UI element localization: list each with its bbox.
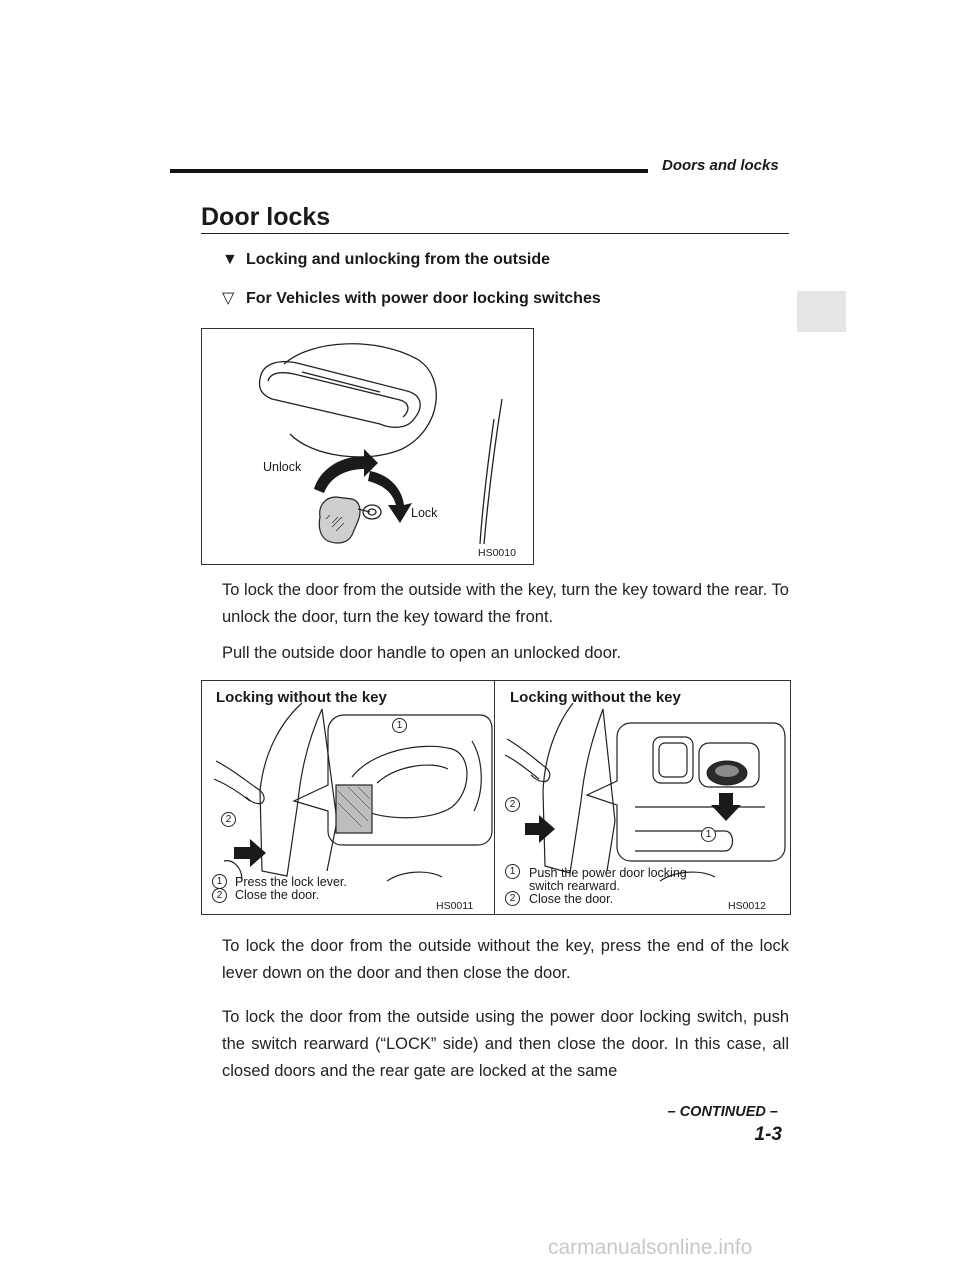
figure-code: HS0010 — [478, 547, 516, 559]
right-caption-number-2: 2 — [505, 891, 520, 906]
right-caption-number-1: 1 — [505, 864, 520, 879]
right-caption-1a: Push the power door locking — [529, 866, 687, 880]
header-rule — [170, 169, 648, 173]
continued-label: – CONTINUED – — [667, 1104, 778, 1120]
caption-number-2: 2 — [212, 888, 227, 903]
unlock-label: Unlock — [263, 460, 302, 474]
door-handle-illustration — [258, 343, 503, 545]
caption-number-1: 1 — [212, 874, 227, 889]
right-callout-number-2: 2 — [505, 797, 520, 812]
section-tab — [797, 291, 846, 332]
page-title: Door locks — [201, 203, 331, 231]
page-number: 1-3 — [754, 1124, 782, 1145]
callout-number-1: 1 — [392, 718, 407, 733]
paragraph-without-key: To lock the door from the outside withou… — [222, 937, 789, 982]
right-caption-2: Close the door. — [529, 892, 614, 906]
heading-primary-text: Locking and unlocking from the outside — [246, 251, 551, 268]
lock-label: Lock — [411, 506, 438, 520]
heading-secondary-text: For Vehicles with power door locking swi… — [246, 290, 601, 307]
paragraph-key-lock: To lock the door from the outside with t… — [222, 581, 789, 626]
callout-number-2: 2 — [221, 812, 236, 827]
heading-secondary: ▽ For Vehicles with power door locking sw… — [222, 288, 601, 308]
power-switch-illustration — [504, 702, 786, 882]
right-caption-1b: switch rearward. — [529, 879, 620, 893]
paragraph-pull-handle: Pull the outside door handle to open an … — [222, 644, 622, 662]
section-title: Doors and locks — [662, 157, 779, 174]
heading-primary: ▼ Locking and unlocking from the outside — [222, 251, 550, 269]
lock-lever-illustration — [213, 702, 493, 882]
right-figure-code: HS0012 — [728, 900, 766, 912]
right-panel-heading: Locking without the key — [510, 689, 681, 706]
left-figure-code: HS0011 — [436, 900, 474, 912]
watermark: carmanualsonline.info — [548, 1236, 753, 1259]
panel-divider — [494, 681, 495, 914]
left-panel-heading: Locking without the key — [216, 689, 387, 706]
figure-locking-without-key: Locking without the key 1 2 1 Press the … — [201, 680, 791, 915]
right-callout-number-1: 1 — [701, 827, 716, 842]
left-caption-1: Press the lock lever. — [235, 875, 347, 889]
left-caption-2: Close the door. — [235, 888, 320, 902]
figure-key-lock: Unlock Lock HS0010 — [201, 328, 534, 565]
title-rule — [201, 233, 789, 234]
triangle-filled-icon: ▼ — [222, 251, 238, 268]
triangle-outline-icon: ▽ — [222, 290, 235, 307]
paragraph-power-switch: To lock the door from the outside using … — [222, 1008, 789, 1080]
